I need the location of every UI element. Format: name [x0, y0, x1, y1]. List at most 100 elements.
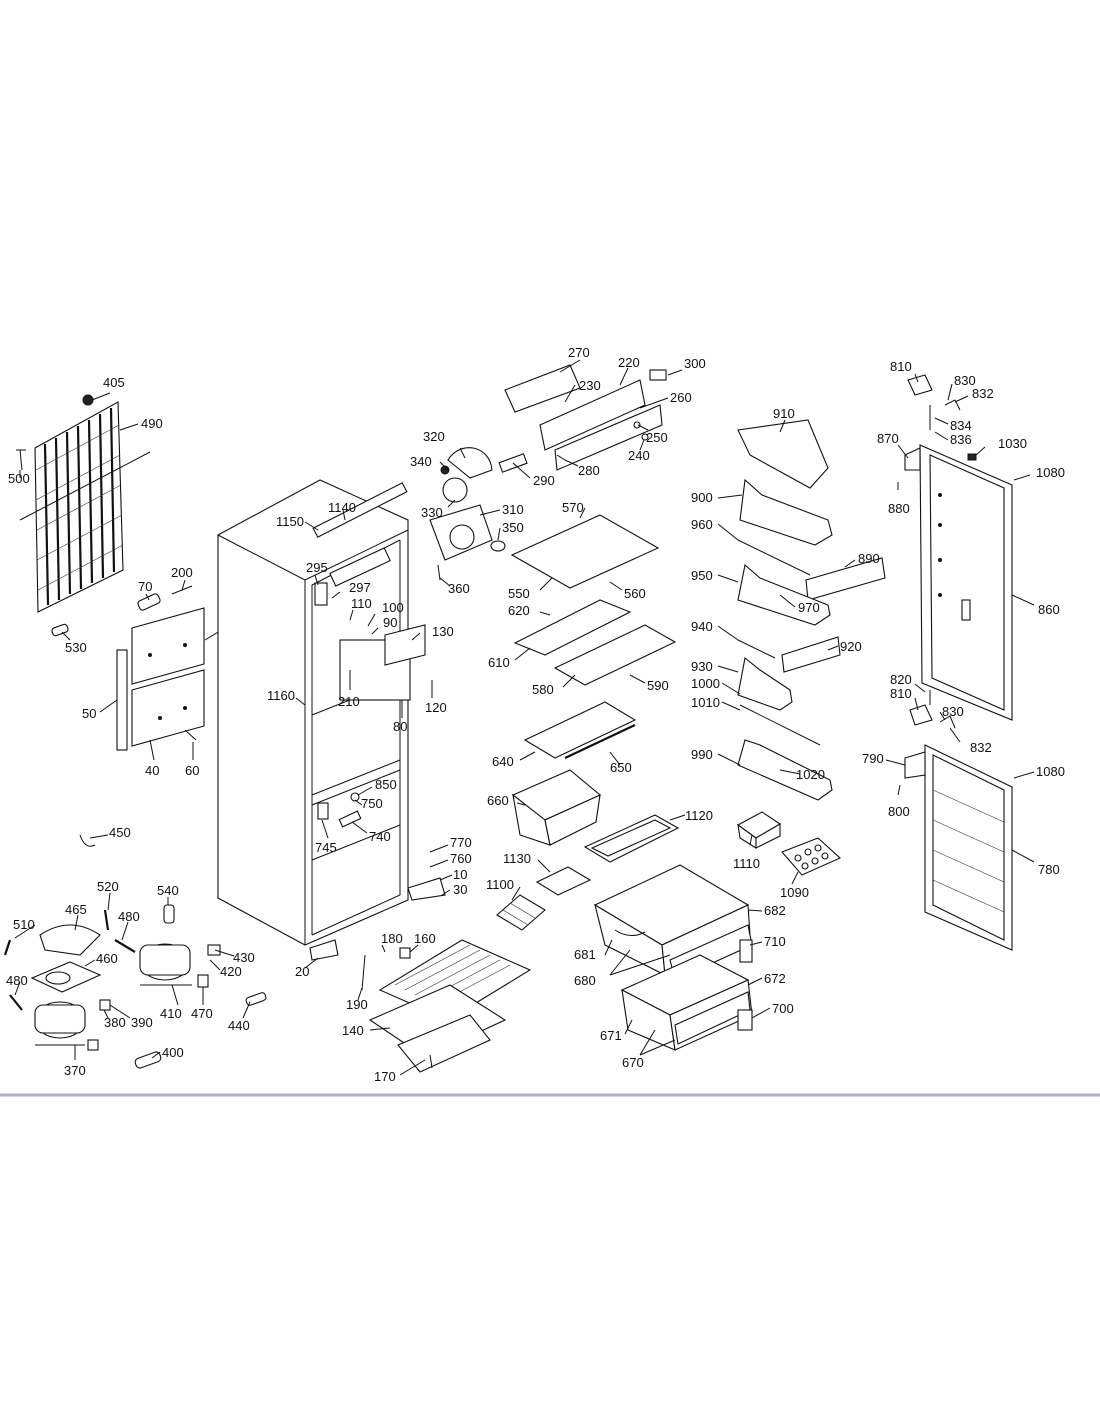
label-671: 671	[600, 1028, 622, 1043]
label-1080-top: 1080	[1036, 465, 1065, 480]
screw-500	[16, 449, 26, 471]
label-620: 620	[508, 603, 530, 618]
label-500: 500	[8, 471, 30, 486]
label-960: 960	[691, 517, 713, 532]
hinge-parts-mid	[909, 690, 956, 729]
label-990: 990	[691, 747, 713, 762]
label-880: 880	[888, 501, 910, 516]
label-60: 60	[185, 763, 199, 778]
label-920: 920	[840, 639, 862, 654]
label-20: 20	[295, 964, 309, 979]
label-760: 760	[450, 851, 472, 866]
label-970: 970	[798, 600, 820, 615]
label-470: 470	[191, 1006, 213, 1021]
label-410: 410	[160, 1006, 182, 1021]
label-800: 800	[888, 804, 910, 819]
freezer-door-780	[904, 744, 1013, 951]
label-10: 10	[453, 867, 467, 882]
spacer-530	[51, 623, 69, 637]
label-360: 360	[448, 581, 470, 596]
label-750: 750	[361, 796, 383, 811]
label-830-top: 830	[954, 373, 976, 388]
butter-box-1110	[736, 811, 782, 849]
label-50: 50	[82, 706, 96, 721]
label-850: 850	[375, 777, 397, 792]
glass-shelves	[510, 514, 677, 759]
label-910: 910	[773, 406, 795, 421]
label-80: 80	[393, 719, 407, 734]
label-745: 745	[315, 840, 337, 855]
label-160: 160	[414, 931, 436, 946]
label-460: 460	[96, 951, 118, 966]
chiller-box-660	[511, 769, 602, 846]
label-560: 560	[624, 586, 646, 601]
egg-tray-1090	[781, 837, 841, 876]
label-890: 890	[858, 551, 880, 566]
label-570: 570	[562, 500, 584, 515]
drawer-670	[620, 939, 753, 1051]
label-830-mid: 830	[942, 704, 964, 719]
label-110: 110	[351, 596, 372, 611]
label-310: 310	[502, 502, 524, 517]
label-210: 210	[338, 694, 360, 709]
label-580: 580	[532, 682, 554, 697]
label-550: 550	[508, 586, 530, 601]
label-290: 290	[533, 473, 555, 488]
fan-assembly	[429, 447, 506, 581]
label-430: 430	[233, 950, 255, 965]
label-40: 40	[145, 763, 159, 778]
drawer-680	[593, 864, 753, 981]
small-compressor-parts	[3, 834, 267, 1069]
label-340: 340	[410, 454, 432, 469]
rear-cover-panels	[116, 585, 259, 751]
label-270: 270	[568, 345, 590, 360]
label-200: 200	[171, 565, 193, 580]
evaporator-assembly	[361, 939, 532, 1073]
compressor-410	[139, 943, 192, 986]
condenser-part	[19, 394, 151, 613]
label-170: 170	[374, 1069, 396, 1084]
label-540: 540	[157, 883, 179, 898]
tray-1120	[583, 814, 680, 863]
hinge-parts-top	[907, 374, 977, 461]
label-780: 780	[1038, 862, 1060, 877]
label-740: 740	[369, 829, 391, 844]
cabinet-body	[217, 479, 446, 961]
label-1150: 1150	[276, 514, 304, 529]
label-1100: 1100	[486, 877, 514, 892]
label-836: 836	[950, 432, 972, 447]
label-1140: 1140	[328, 500, 356, 515]
label-682: 682	[764, 903, 786, 918]
label-130: 130	[432, 624, 454, 639]
label-440: 440	[228, 1018, 250, 1033]
label-1020: 1020	[796, 767, 825, 782]
label-490: 490	[141, 416, 163, 431]
label-120: 120	[425, 700, 447, 715]
label-380: 380	[104, 1015, 126, 1030]
label-930: 930	[691, 659, 713, 674]
label-510: 510	[13, 917, 35, 932]
label-672: 672	[764, 971, 786, 986]
label-530: 530	[65, 640, 87, 655]
label-1030: 1030	[998, 436, 1027, 451]
label-820: 820	[890, 672, 912, 687]
control-panel-assembly	[498, 364, 667, 473]
label-1160: 1160	[267, 688, 295, 703]
label-220: 220	[618, 355, 640, 370]
label-900: 900	[691, 490, 713, 505]
leader-lines	[14, 359, 1035, 1076]
label-370: 370	[64, 1063, 86, 1078]
label-480-bottom: 480	[6, 973, 28, 988]
label-100: 100	[382, 600, 404, 615]
door-balconies	[737, 419, 886, 801]
label-710: 710	[764, 934, 786, 949]
label-180: 180	[381, 931, 403, 946]
label-450: 450	[109, 825, 131, 840]
label-330: 330	[421, 505, 443, 520]
label-480-top: 480	[118, 909, 140, 924]
label-320: 320	[423, 429, 445, 444]
label-70: 70	[138, 579, 152, 594]
label-1120: 1120	[685, 808, 713, 823]
part-labels: 270 220 300 230 260 250 240 280 290 320 …	[6, 345, 1065, 1084]
